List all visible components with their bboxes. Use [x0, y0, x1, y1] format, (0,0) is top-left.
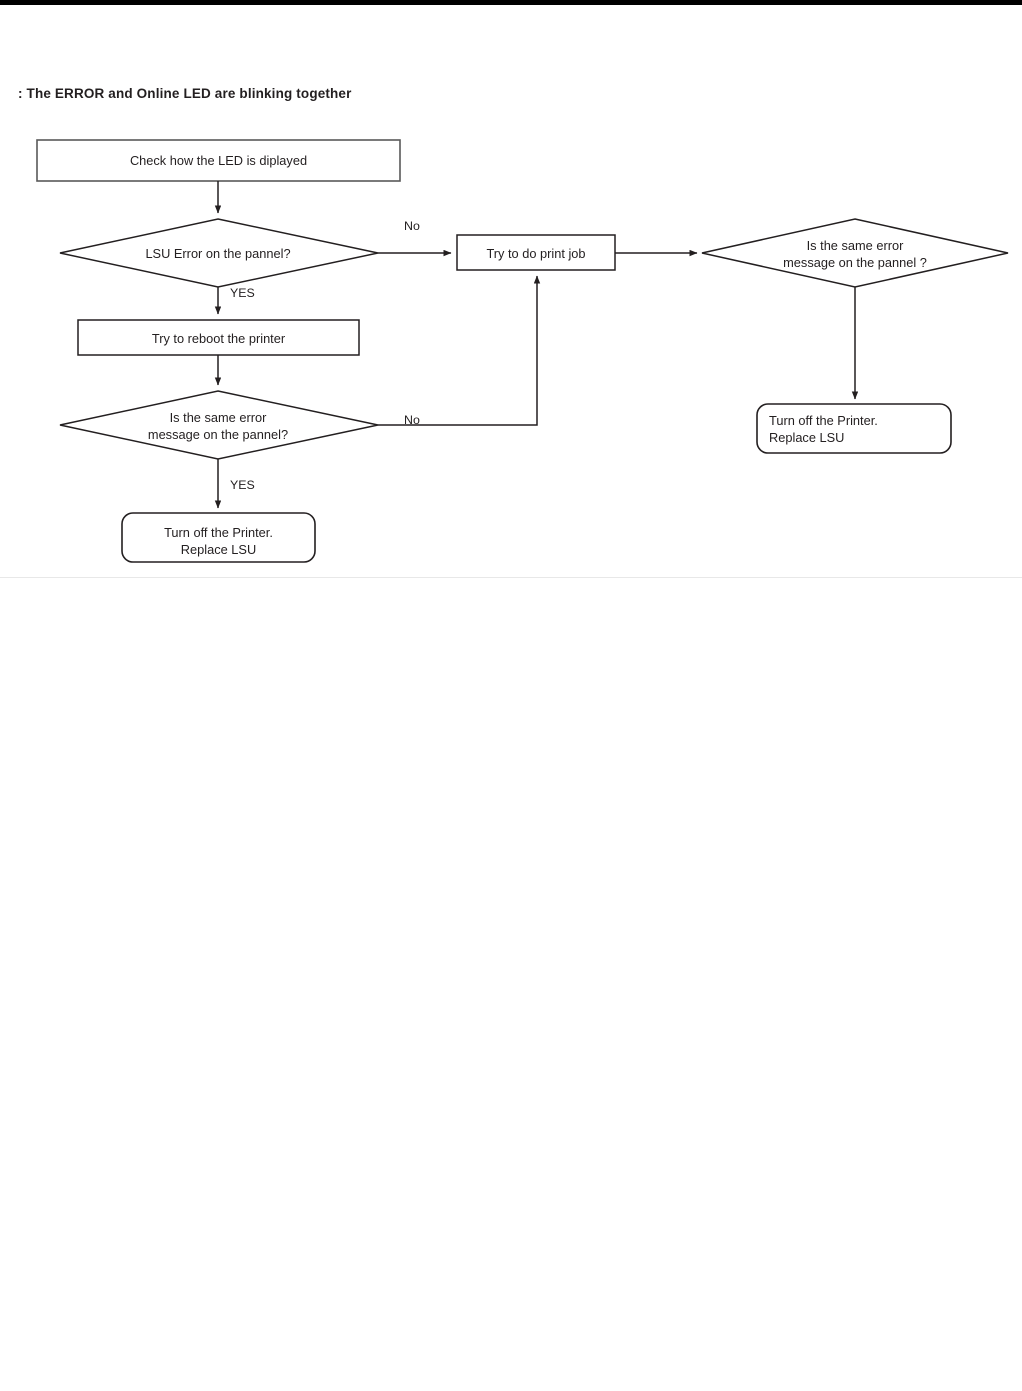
node-start-label: Check how the LED is diplayed: [129, 153, 308, 168]
node-replace-lsu-bottom-label: Turn off the Printer. Replace LSU: [164, 525, 273, 558]
edge-label-no-bottom: No: [404, 413, 420, 427]
node-print-job-label: Try to do print job: [486, 246, 586, 261]
node-lsu-error-decision-label: LSU Error on the pannel?: [145, 246, 291, 261]
node-start-shape: [36, 139, 401, 182]
top-black-rule: [0, 0, 1022, 5]
page-caption: : The ERROR and Online LED are blinking …: [18, 86, 352, 101]
node-replace-lsu-right-label: Turn off the Printer. Replace LSU: [769, 413, 878, 446]
node-reboot-printer-label: Try to reboot the printer: [151, 331, 286, 346]
node-replace-lsu-right-shape: [756, 403, 952, 454]
section-divider: [0, 577, 1022, 578]
flowchart-canvas: [36, 139, 1009, 563]
node-same-error-left-decision-label: Is the same error message on the pannel?: [147, 410, 289, 443]
edge-label-yes-top: YES: [230, 286, 255, 300]
node-replace-lsu-bottom-shape: [121, 512, 316, 563]
node-print-job-shape: [456, 234, 616, 271]
node-same-error-right-decision-label: Is the same error message on the pannel …: [783, 238, 927, 271]
edge-left-decision-to-print-job-feedback: [378, 275, 541, 426]
edge-label-no-top: No: [404, 219, 420, 233]
edge-label-yes-bottom: YES: [230, 478, 255, 492]
node-reboot-printer-shape: [77, 319, 360, 356]
